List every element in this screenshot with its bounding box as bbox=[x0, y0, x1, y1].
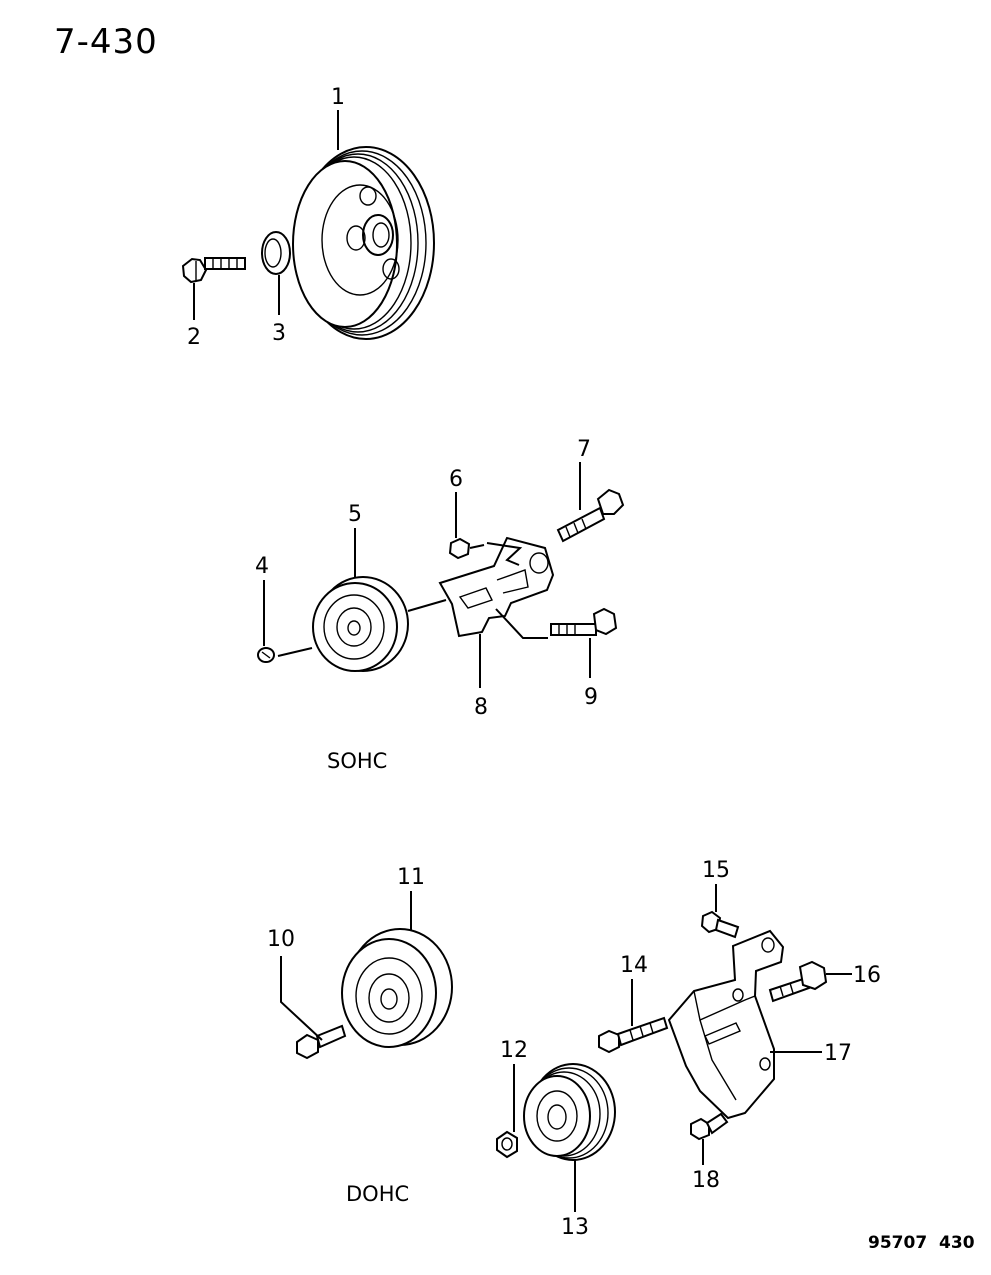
pulley-washer bbox=[261, 231, 291, 275]
callout-5: 5 bbox=[348, 502, 362, 527]
callout-9: 9 bbox=[584, 685, 598, 710]
adjusting-bolt-long bbox=[556, 488, 625, 543]
tensioner-pulley-dohc bbox=[523, 1063, 616, 1161]
tensioner-pulley-sohc bbox=[312, 576, 409, 672]
callout-6: 6 bbox=[449, 467, 463, 492]
tensioner-bolt-dohc bbox=[598, 1016, 669, 1054]
tensioner-bracket-dohc bbox=[667, 929, 785, 1120]
callout-4: 4 bbox=[255, 554, 269, 579]
page-code: 7-430 bbox=[54, 22, 158, 62]
callout-1: 1 bbox=[331, 85, 345, 110]
mounting-bolt-sohc bbox=[550, 607, 618, 636]
section-label-dohc: DOHC bbox=[346, 1182, 410, 1206]
crankshaft-pulley bbox=[292, 146, 435, 340]
bolt-dohc-top bbox=[700, 910, 740, 939]
callout-2: 2 bbox=[187, 325, 201, 350]
flange-bolt-dohc bbox=[768, 960, 828, 1003]
leader-lines bbox=[193, 110, 852, 1212]
figure-reference: 95707 430 bbox=[868, 1233, 975, 1253]
callout-17: 17 bbox=[824, 1041, 852, 1066]
bolt-dohc-bottom bbox=[690, 1112, 729, 1141]
bolt-dohc-pulley bbox=[296, 1024, 347, 1060]
callout-11: 11 bbox=[397, 865, 425, 890]
callout-7: 7 bbox=[577, 437, 591, 462]
callout-labels: 1 2 3 4 5 6 7 8 9 10 11 12 13 14 15 16 1… bbox=[187, 85, 881, 1240]
callout-16: 16 bbox=[853, 963, 881, 988]
callout-14: 14 bbox=[620, 953, 648, 978]
callout-10: 10 bbox=[267, 927, 295, 952]
callout-15: 15 bbox=[702, 858, 730, 883]
section-label-sohc: SOHC bbox=[327, 749, 388, 773]
snap-ring bbox=[257, 647, 313, 663]
nut-sohc bbox=[448, 537, 485, 560]
callout-3: 3 bbox=[272, 321, 286, 346]
callout-12: 12 bbox=[500, 1038, 528, 1063]
callout-8: 8 bbox=[474, 695, 488, 720]
callout-13: 13 bbox=[561, 1215, 589, 1240]
nut-dohc bbox=[496, 1130, 518, 1159]
tensioner-bracket-sohc bbox=[407, 536, 555, 639]
idler-pulley-dohc bbox=[341, 928, 453, 1048]
pulley-bolt bbox=[181, 257, 246, 284]
callout-18: 18 bbox=[692, 1168, 720, 1193]
